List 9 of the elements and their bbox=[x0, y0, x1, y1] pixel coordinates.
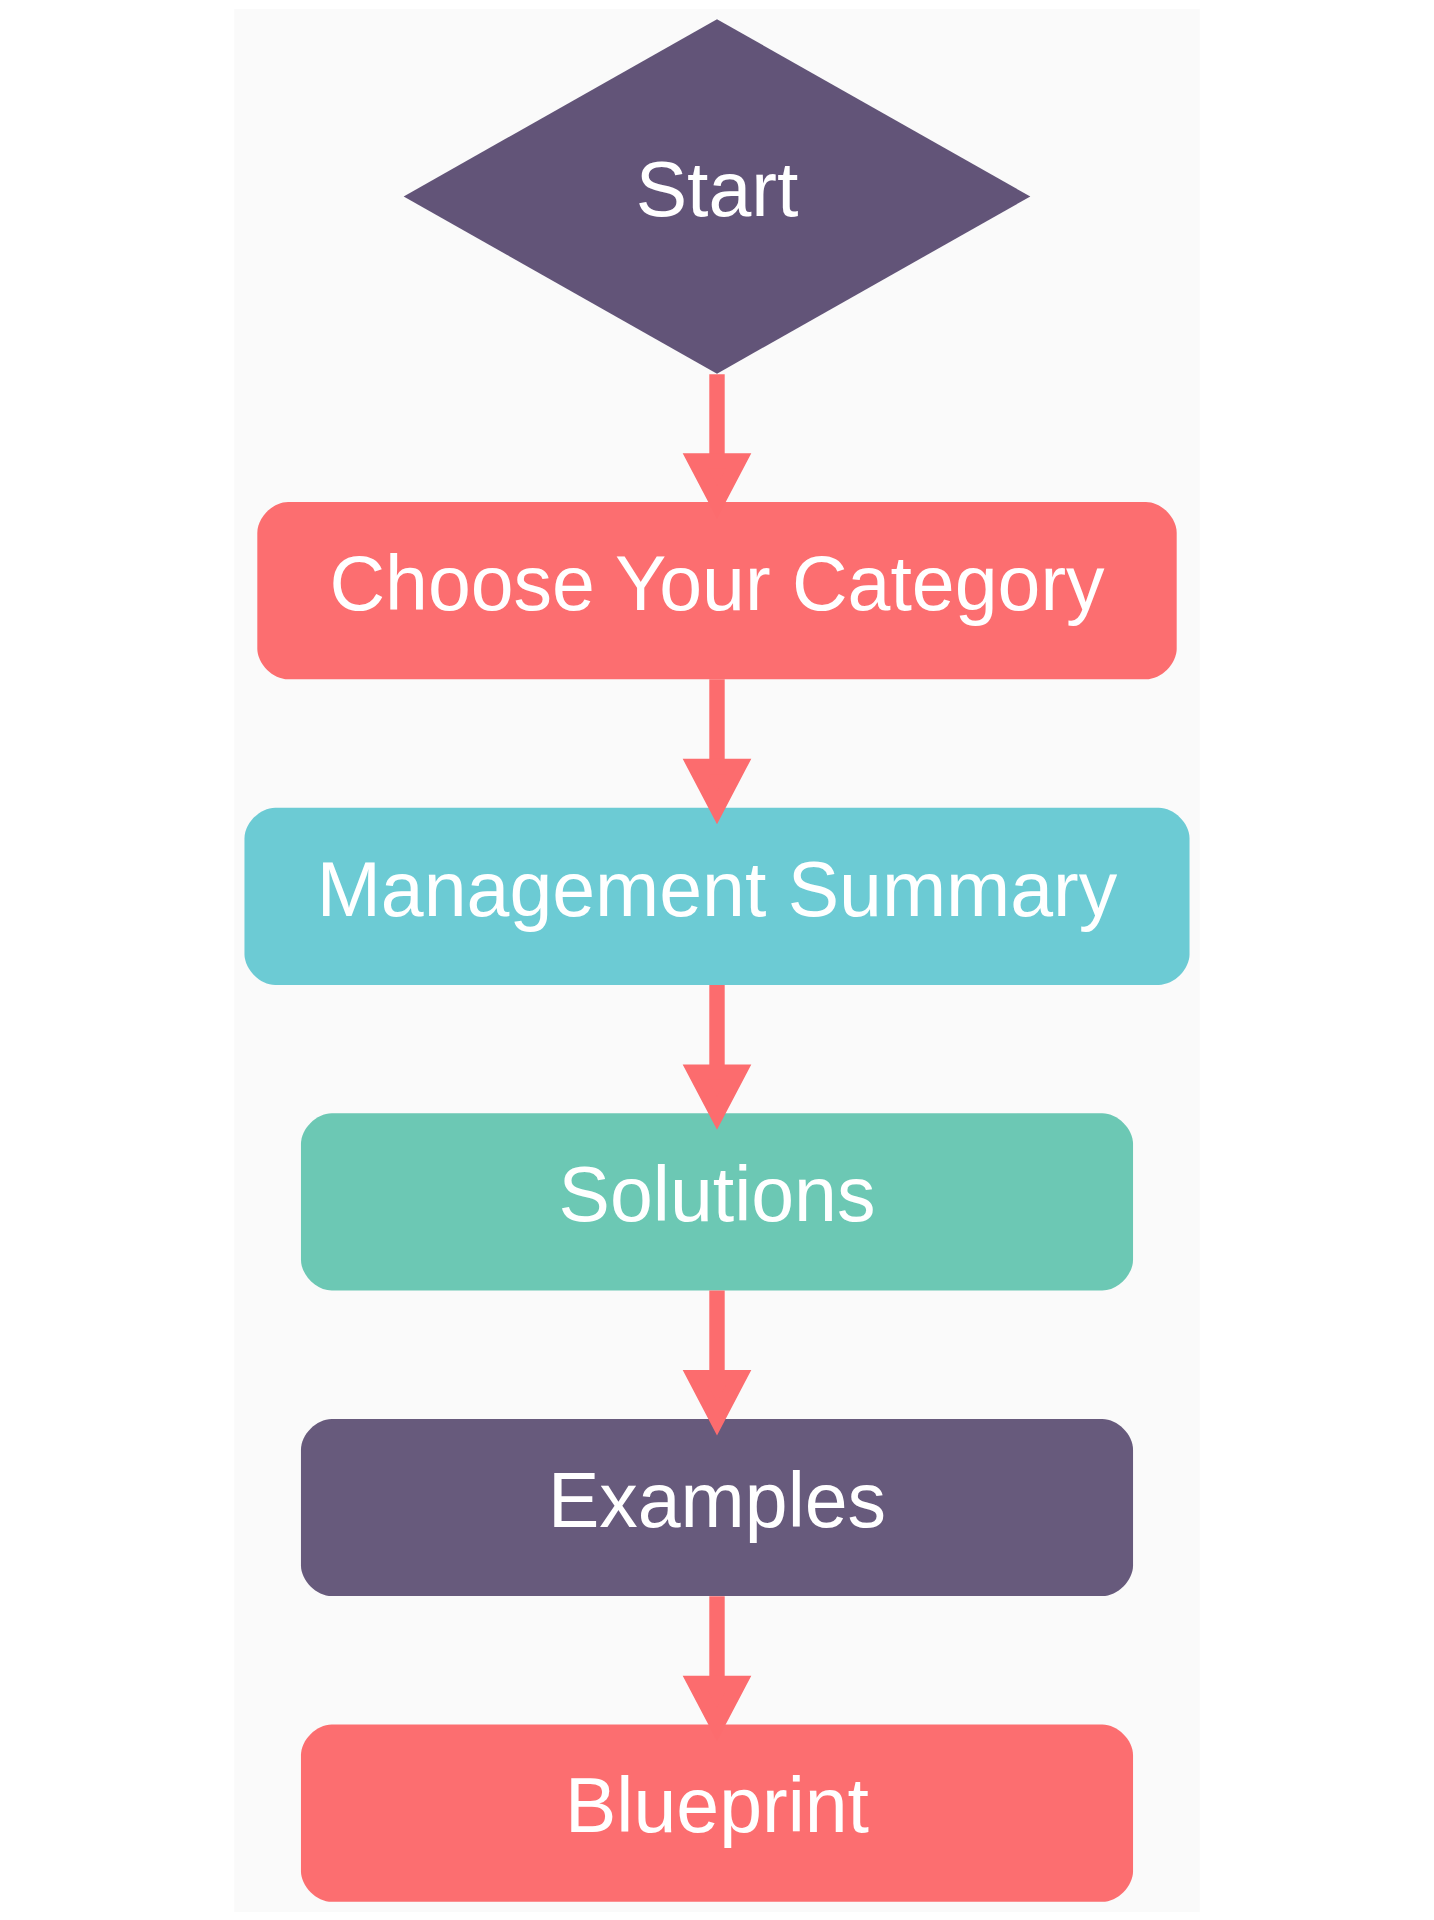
node-box: Management Summary bbox=[244, 807, 1190, 985]
node-box: Choose Your Category bbox=[257, 501, 1177, 679]
node-box: Solutions bbox=[300, 1112, 1134, 1290]
arrow bbox=[682, 1290, 752, 1435]
arrow bbox=[682, 984, 752, 1130]
node-diamond: Start bbox=[403, 18, 1031, 374]
arrow bbox=[682, 678, 752, 824]
node-box: Examples bbox=[300, 1418, 1134, 1596]
node-box: Blueprint bbox=[300, 1724, 1134, 1902]
